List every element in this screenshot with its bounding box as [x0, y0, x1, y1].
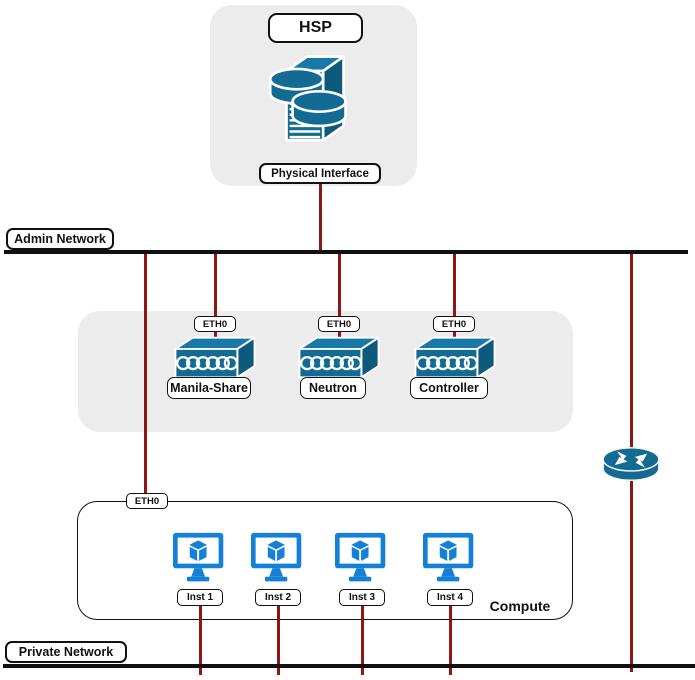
physical-interface-label: Physical Interface	[259, 163, 381, 184]
manila-share-label: Manila-Share	[167, 377, 251, 399]
link-admin-manila	[213, 253, 217, 345]
switch-icon	[298, 336, 380, 379]
storage-server-icon	[268, 55, 347, 142]
private-network-label: Private Network	[5, 641, 127, 663]
inst3-label: Inst 3	[339, 589, 385, 606]
manila-eth0-label: ETH0	[194, 316, 236, 332]
controller-label: Controller	[410, 377, 488, 399]
admin-network-line	[4, 250, 688, 254]
hsp-title: HSP	[268, 13, 363, 43]
inst4-label: Inst 4	[427, 589, 473, 606]
link-inst4-private	[448, 606, 452, 675]
compute-eth0-label: ETH0	[126, 493, 168, 509]
link-inst2-private	[276, 606, 280, 675]
switch-icon	[414, 336, 496, 379]
link-admin-controller	[452, 253, 456, 345]
neutron-label: Neutron	[300, 377, 366, 399]
link-hsp-admin	[318, 184, 322, 252]
instance-monitor-icon	[251, 532, 302, 582]
private-network-line	[3, 664, 695, 668]
inst1-label: Inst 1	[177, 589, 223, 606]
compute-caption: Compute	[489, 598, 551, 614]
compute-box	[77, 501, 573, 620]
router-icon	[602, 447, 660, 481]
link-inst1-private	[198, 606, 202, 675]
inst2-label: Inst 2	[255, 589, 301, 606]
admin-network-label: Admin Network	[6, 228, 114, 250]
link-inst3-private	[360, 606, 364, 675]
neutron-eth0-label: ETH0	[318, 316, 360, 332]
controller-eth0-label: ETH0	[433, 316, 475, 332]
instance-monitor-icon	[335, 532, 386, 582]
link-admin-neutron	[337, 253, 341, 345]
instance-monitor-icon	[173, 532, 224, 582]
link-admin-compute	[143, 253, 147, 501]
switch-icon	[174, 336, 256, 379]
instance-monitor-icon	[423, 532, 474, 582]
